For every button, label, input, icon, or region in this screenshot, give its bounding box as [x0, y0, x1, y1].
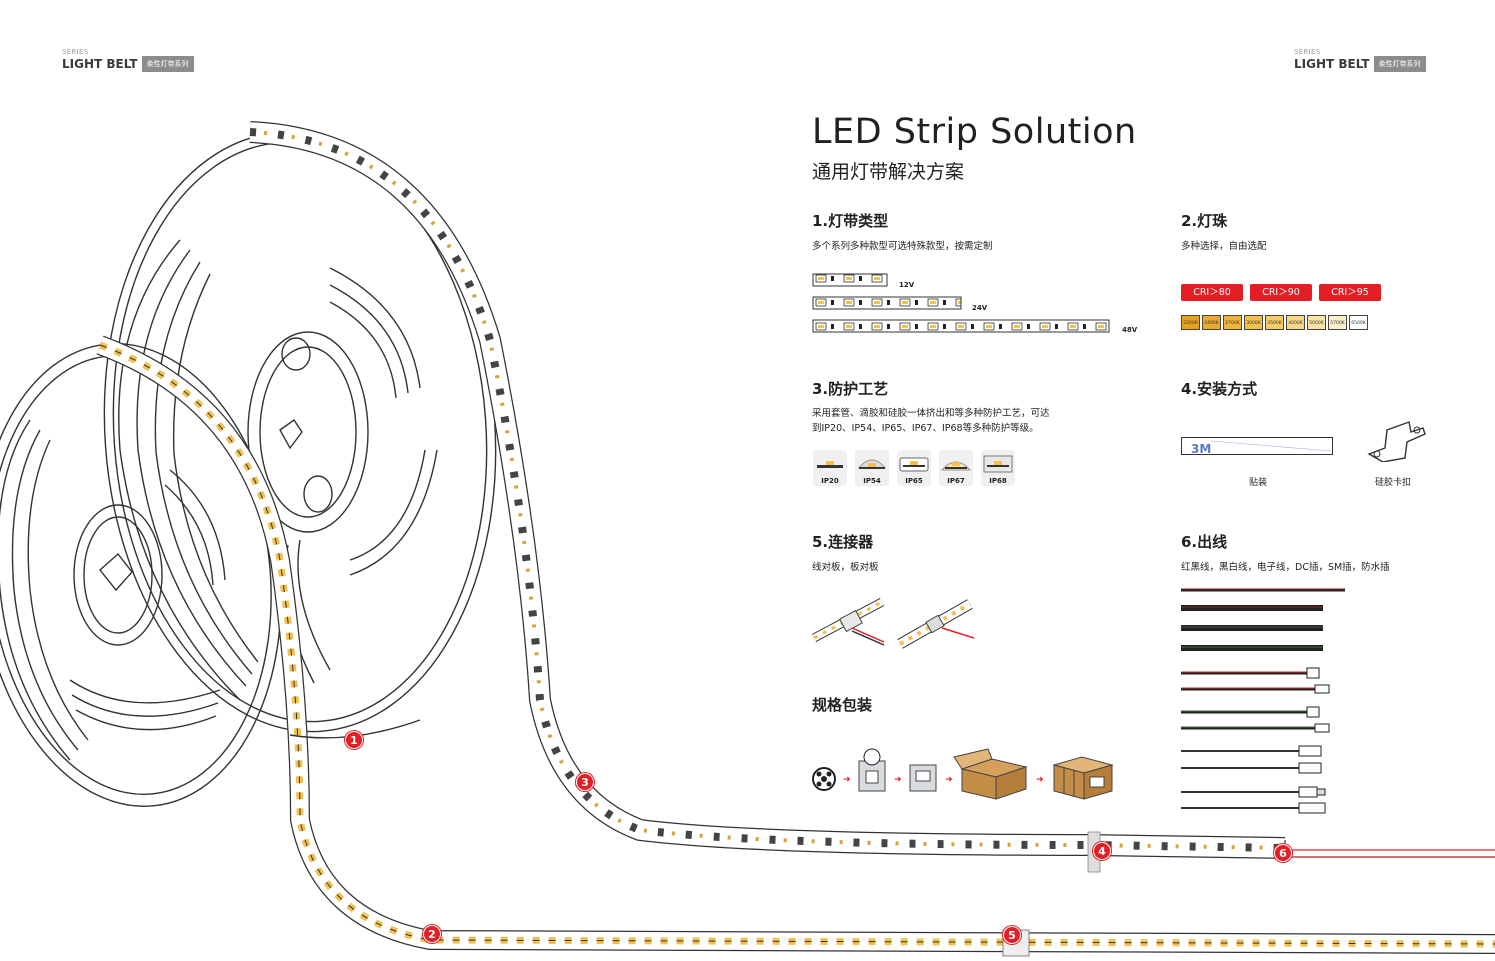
callout-2: 2 [423, 925, 441, 943]
ip54-icon: IP54 [855, 450, 889, 486]
section-outlet-heading: 6.出线 [1181, 533, 1228, 551]
section-outlet-desc: 红黑线，黑白线，电子线，DC插，SM插，防水插 [1181, 562, 1390, 573]
arrow-icon: ➜ [894, 775, 902, 785]
wire-to-board-connector [812, 598, 885, 646]
wire-green [1181, 645, 1323, 651]
install-surface-mount-label: 贴装 [1248, 478, 1267, 488]
section-beads-desc: 多种选择，自由选配 [1181, 241, 1267, 252]
section-protection-heading: 3.防护工艺 [812, 380, 889, 398]
arrow-icon: ➜ [1036, 775, 1044, 785]
cct-swatch: 5000K [1307, 315, 1326, 330]
cct-swatch: 2200K [1181, 315, 1200, 330]
outlet-wire-options [1181, 588, 1345, 814]
arrow-icon: ➜ [945, 775, 953, 785]
cct-swatch: 4000K [1286, 315, 1305, 330]
ip-level-row: IP20 IP54 IP65 IP67 IP68 [813, 450, 1015, 486]
wire-waterproof-plug-4 [1181, 802, 1326, 814]
wire-sm-plug-1 [1181, 706, 1320, 718]
callout-5: 5 [1003, 926, 1021, 944]
bagged-reel-icon [858, 748, 886, 792]
voltage-12v: 12V [899, 281, 915, 289]
series-tag: 柔性灯带系列 [1373, 56, 1426, 72]
section-connector-heading: 5.连接器 [812, 533, 874, 551]
tape-brand-text: 3M [1191, 442, 1211, 456]
callout-6: 6 [1274, 844, 1292, 862]
strip-48v [812, 319, 1110, 333]
cri-90-badge: CRI＞90 [1250, 284, 1312, 301]
cri-95-badge: CRI＞95 [1319, 284, 1381, 301]
cri-80-badge: CRI＞80 [1181, 284, 1243, 301]
callout-3: 3 [576, 773, 594, 791]
series-label: SERIES [62, 48, 89, 56]
strip-24v [812, 296, 962, 310]
sealed-cartons-icon [1052, 756, 1114, 800]
connector-illustration [812, 598, 975, 649]
wire-electronic [1181, 625, 1323, 631]
wire-dc-plug-2 [1181, 684, 1330, 694]
page-title: LED Strip Solution [812, 112, 1137, 152]
wire-waterproof-plug-2 [1181, 762, 1322, 774]
strip-lower [96, 335, 1495, 954]
ip65-icon: IP65 [897, 450, 931, 486]
section-protection-desc: 采用套管、滴胶和硅胶一体挤出和等多种防护工艺，可达 到IP20、IP54、IP6… [812, 408, 1050, 434]
reel-icon [812, 767, 836, 791]
callout-1: 1 [345, 731, 363, 749]
wire-dc-plug-1 [1181, 667, 1320, 679]
section-strip-type-desc: 多个系列多种款型可选特殊款型，按需定制 [812, 241, 993, 252]
ip68-icon: IP68 [981, 450, 1015, 486]
page-subtitle: 通用灯带解决方案 [812, 161, 965, 183]
strip-type-illustration [812, 273, 1110, 333]
open-carton-icon [953, 748, 1028, 800]
section-strip-type-heading: 1.灯带类型 [812, 212, 889, 230]
cct-swatch: 2400K [1202, 315, 1221, 330]
cct-swatch: 5700K [1328, 315, 1347, 330]
series-tag: 柔性灯带系列 [141, 56, 194, 72]
cct-swatch: 3000K [1244, 315, 1263, 330]
wire-sm-plug-2 [1181, 723, 1330, 733]
packaging-flow-illustration: ➜ ➜ ➜ ➜ [812, 748, 1114, 800]
cct-swatch: 3500K [1265, 315, 1284, 330]
section-install-heading: 4.安装方式 [1181, 380, 1258, 398]
board-to-board-connector [897, 599, 975, 649]
arrow-icon: ➜ [843, 775, 851, 785]
inner-box-icon [909, 764, 937, 792]
ip20-icon: IP20 [813, 450, 847, 486]
series-label: SERIES [1294, 48, 1321, 56]
section-connector-desc: 线对板，板对板 [812, 562, 879, 573]
cct-swatch-row: 2200K 2400K 2700K 3000K 3500K 4000K 5000… [1181, 315, 1368, 330]
adhesive-tape-icon: 3M [1181, 437, 1333, 456]
silicone-clip-icon [1367, 421, 1426, 462]
wire-waterproof-plug-1 [1181, 745, 1322, 757]
wire-black-white [1181, 605, 1323, 611]
front-reel [0, 343, 282, 807]
section-packaging-heading: 规格包装 [812, 696, 873, 714]
voltage-24v: 24V [972, 304, 988, 312]
section-beads-heading: 2.灯珠 [1181, 212, 1228, 230]
ip67-icon: IP67 [939, 450, 973, 486]
wire-red-black [1181, 588, 1345, 592]
strip-upper [249, 121, 1286, 859]
cct-swatch: 6500K [1349, 315, 1368, 330]
wire-waterproof-plug-3 [1181, 786, 1326, 798]
strip-12v [812, 273, 888, 287]
voltage-48v: 48V [1122, 326, 1138, 334]
install-silicone-clip-label: 硅胶卡扣 [1374, 478, 1411, 488]
cct-swatch: 2700K [1223, 315, 1242, 330]
callout-4: 4 [1093, 842, 1111, 860]
